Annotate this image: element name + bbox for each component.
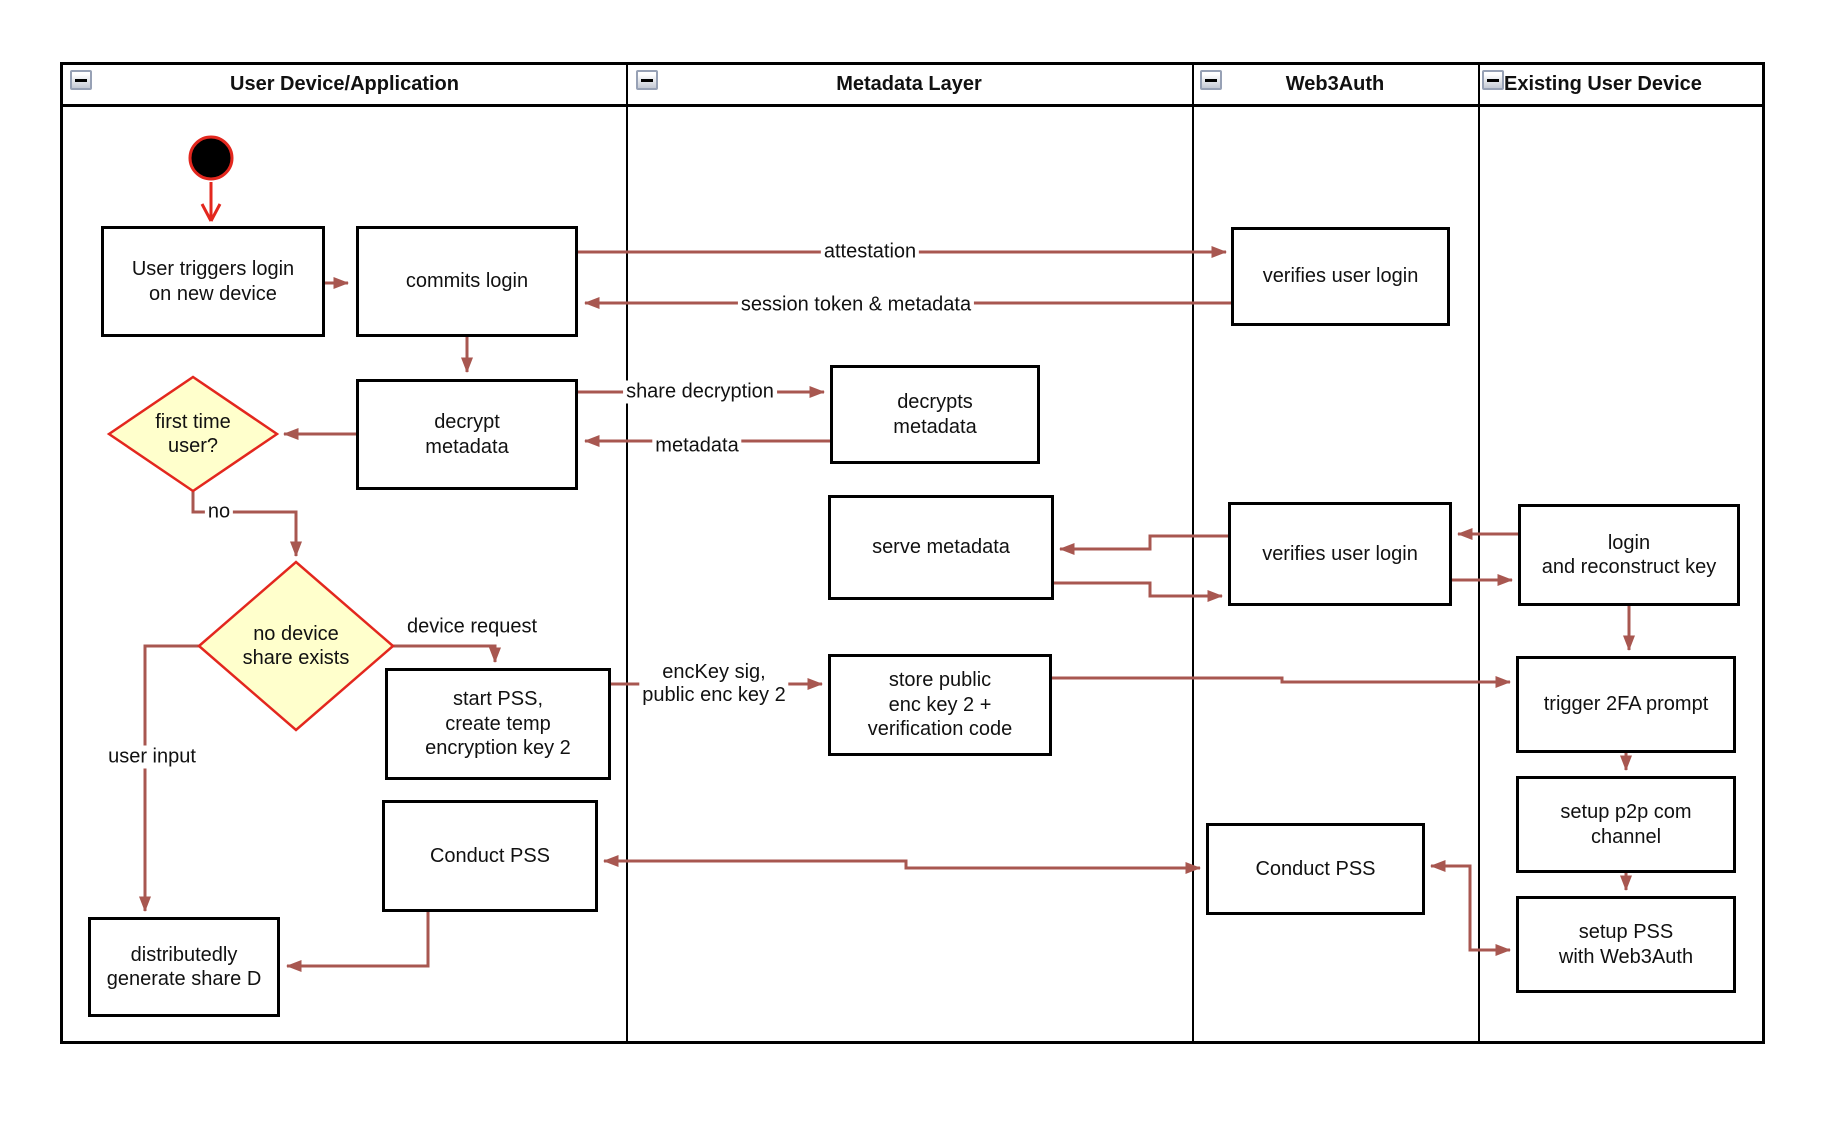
edge-label-user-input: user input (105, 745, 199, 769)
node-decrypt-metadata[interactable]: decrypt metadata (356, 379, 578, 490)
lane-divider-3 (1478, 62, 1480, 1044)
edge-serve-to-verifies2 (1054, 581, 1223, 602)
lane-title-metadata-layer: Metadata Layer (836, 73, 982, 95)
lane-divider-2 (1192, 62, 1194, 1044)
edge-conduct-pss-link (603, 855, 1201, 874)
start-node[interactable] (188, 135, 234, 181)
edge-conduct-to-distributed (286, 912, 430, 972)
edge-label-session-token: session token & metadata (737, 293, 975, 317)
edge-label-attestation: attestation (820, 240, 920, 264)
lane-title-user-device: User Device/Application (230, 73, 459, 95)
edge-no-branch (191, 491, 302, 557)
collapse-lane-icon[interactable] (70, 70, 92, 90)
node-distributed-share-d[interactable]: distributedly generate share D (88, 917, 280, 1017)
lane-header-separator (60, 104, 1765, 107)
node-start-pss[interactable]: start PSS, create temp encryption key 2 (385, 668, 611, 780)
node-serve-metadata[interactable]: serve metadata (828, 495, 1054, 600)
edge-label-device-request: device request (403, 615, 541, 639)
node-verifies-user-login-2[interactable]: verifies user login (1228, 502, 1452, 606)
node-trigger-2fa-prompt[interactable]: trigger 2FA prompt (1516, 656, 1736, 753)
edge-label-metadata: metadata (652, 434, 742, 458)
edge-label-enckey-sig: encKey sig, public enc key 2 (639, 661, 789, 707)
node-commits-login[interactable]: commits login (356, 226, 578, 337)
collapse-lane-icon[interactable] (1200, 70, 1222, 90)
node-setup-p2p-channel[interactable]: setup p2p com channel (1516, 776, 1736, 873)
node-login-reconstruct-key[interactable]: login and reconstruct key (1518, 504, 1740, 606)
edge-setup-pss-conduct-link (1430, 860, 1511, 956)
decision-first-time-user[interactable] (106, 375, 280, 493)
node-verifies-user-login-1[interactable]: verifies user login (1231, 227, 1450, 326)
node-decrypts-metadata[interactable]: decrypts metadata (830, 365, 1040, 464)
node-store-public-enc-key[interactable]: store public enc key 2 + verification co… (828, 654, 1052, 756)
edge-label-share-decryption: share decryption (623, 380, 777, 404)
collapse-lane-icon[interactable] (636, 70, 658, 90)
node-setup-pss-web3auth[interactable]: setup PSS with Web3Auth (1516, 896, 1736, 993)
collapse-lane-icon[interactable] (1482, 70, 1504, 90)
edge-user-input (139, 644, 199, 912)
lane-divider-1 (626, 62, 628, 1044)
node-user-triggers-login[interactable]: User triggers login on new device (101, 226, 325, 337)
edge-verifies2-to-serve (1059, 534, 1228, 555)
edge-label-no: no (204, 500, 234, 524)
edge-device-request (393, 644, 501, 663)
node-conduct-pss-device[interactable]: Conduct PSS (382, 800, 598, 912)
edge-start-to-user-triggers (200, 182, 222, 222)
edge-store-to-trigger2fa (1052, 676, 1511, 688)
lane-title-web3auth: Web3Auth (1285, 73, 1385, 95)
lane-title-existing-user-device: Existing User Device (1504, 73, 1702, 95)
node-conduct-pss-web3auth[interactable]: Conduct PSS (1206, 823, 1425, 915)
decision-no-device-share[interactable] (197, 560, 395, 732)
